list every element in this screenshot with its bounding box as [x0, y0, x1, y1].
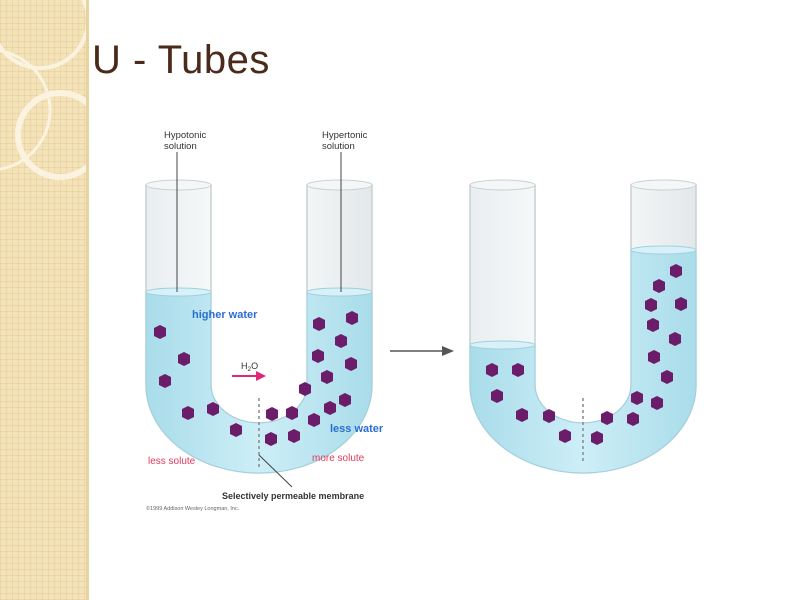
- copyright-text: ©1999 Addison Wesley Longman, Inc.: [146, 505, 240, 512]
- label-more-solute: more solute: [312, 453, 365, 464]
- u-tube-before: [145, 152, 373, 488]
- label-hypotonic-solution: solution: [164, 141, 197, 152]
- slide-title: U - Tubes: [92, 38, 270, 82]
- label-hypertonic: Hypertonic: [322, 130, 368, 141]
- label-less-water: less water: [330, 423, 384, 435]
- label-hypotonic: Hypotonic: [164, 130, 206, 141]
- solute-particles-right-side: [265, 311, 358, 446]
- label-hypertonic-solution: solution: [322, 141, 355, 152]
- label-higher-water: higher water: [192, 309, 258, 321]
- sidebar-divider: [86, 0, 89, 600]
- sidebar-circles: [0, 0, 88, 180]
- decorative-sidebar: [0, 0, 88, 600]
- label-less-solute: less solute: [148, 456, 196, 467]
- label-membrane: Selectively permeable membrane: [222, 491, 364, 501]
- u-tube-after: [469, 179, 697, 474]
- transition-arrow: [390, 346, 454, 356]
- label-h2o: H2O: [241, 361, 258, 373]
- solute-particles-left-side: [154, 325, 242, 437]
- solute-particles-after: [486, 264, 687, 445]
- water-fill-left: [145, 291, 373, 474]
